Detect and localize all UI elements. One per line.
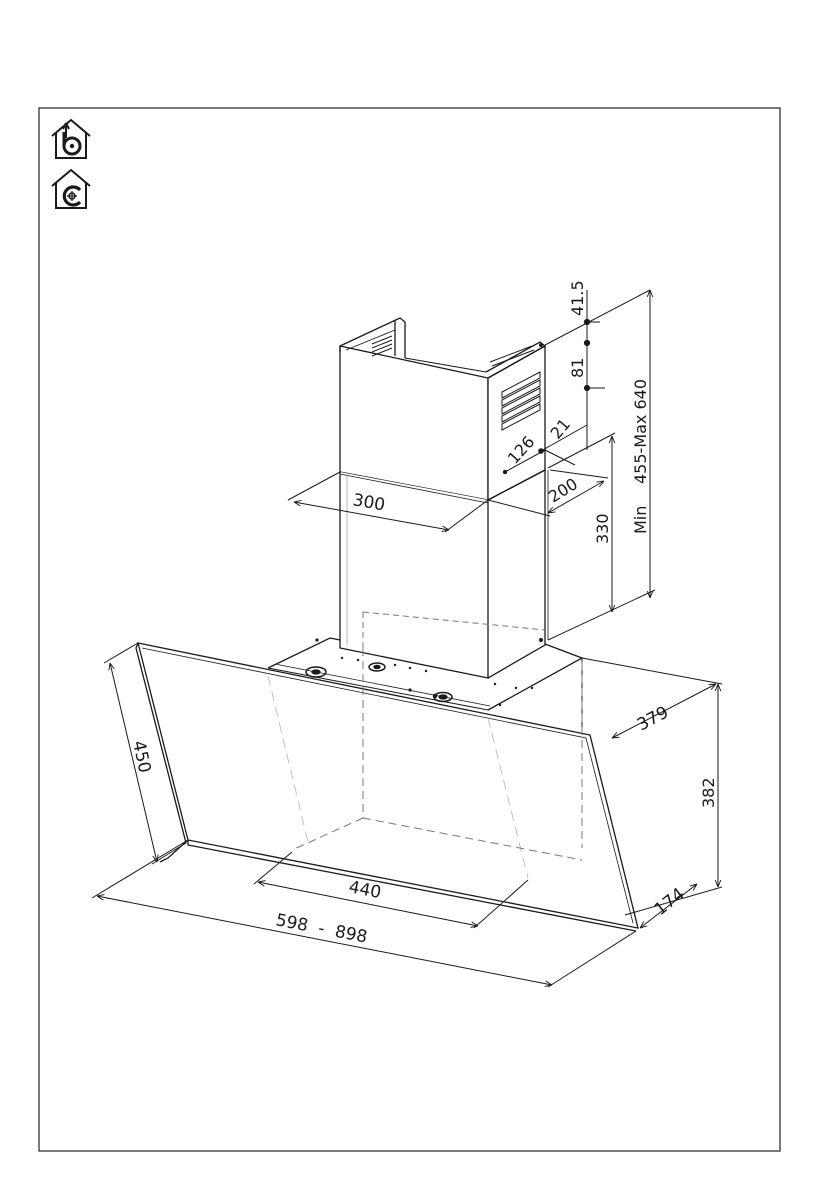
ducted-extraction-icon [52, 120, 90, 158]
dim-379: 379 [634, 703, 672, 736]
dim-450: 450 [128, 739, 154, 775]
hood-body [136, 638, 638, 931]
dim-81: 81 [568, 358, 587, 378]
dim-174: 174 [651, 884, 689, 920]
recirculation-icon [52, 170, 90, 208]
dim-598-898: 598 - 898 [274, 910, 369, 947]
dim-455-max-640: 455-Max 640 [631, 379, 650, 484]
dim-min-label: Min [631, 506, 650, 534]
dim-21: 21 [547, 415, 575, 443]
dim-330: 330 [593, 513, 612, 544]
dim-382: 382 [699, 777, 718, 808]
dim-41-5: 41.5 [568, 280, 587, 316]
dim-200: 200 [545, 474, 581, 506]
